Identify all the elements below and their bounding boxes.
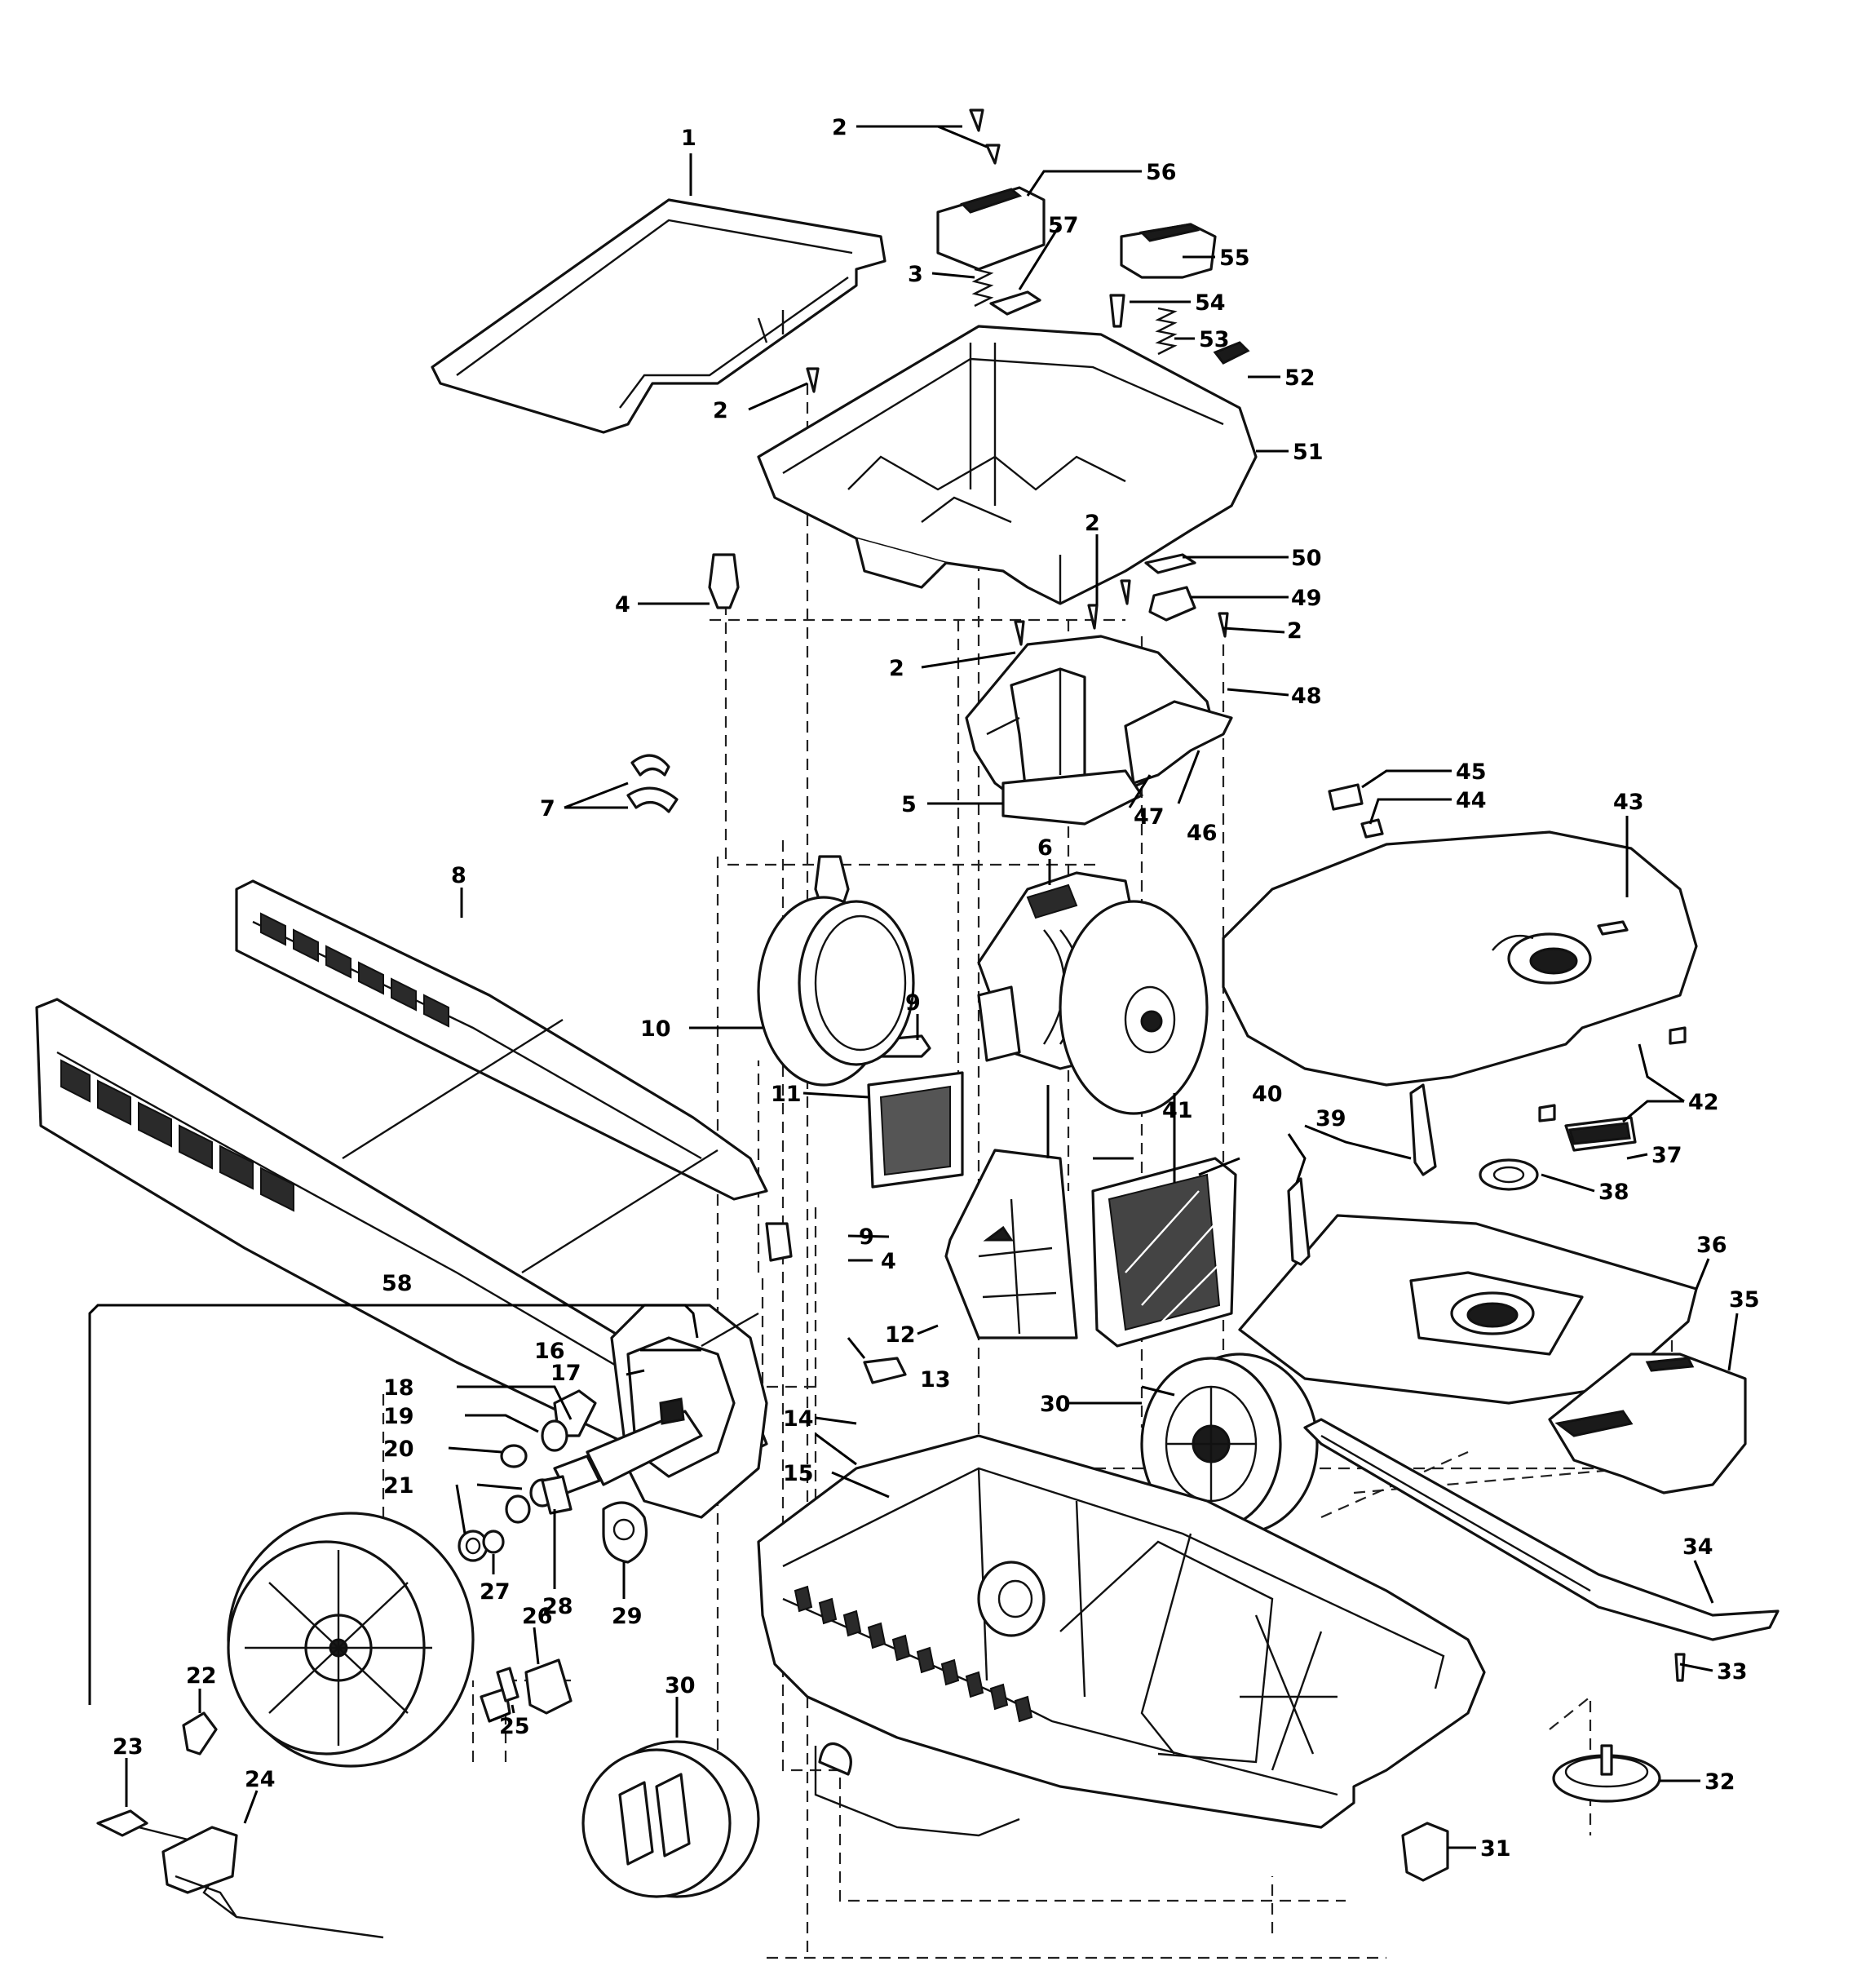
callout-30: 30	[1040, 1392, 1071, 1417]
callout-54: 54	[1195, 290, 1226, 316]
callout-41: 41	[1162, 1098, 1193, 1123]
callout-13: 13	[920, 1367, 951, 1392]
callout-14: 14	[783, 1406, 814, 1432]
callout-55: 55	[1219, 246, 1250, 271]
callout-17: 17	[550, 1361, 581, 1386]
callout-16: 16	[534, 1339, 565, 1364]
callout-50: 50	[1291, 546, 1322, 571]
part-rear-cover	[1222, 830, 1698, 1087]
callout-36: 36	[1696, 1233, 1727, 1258]
callout-1: 1	[681, 126, 696, 151]
callout-2: 2	[713, 398, 728, 423]
callout-43: 43	[1613, 790, 1644, 815]
part-reel-hardware	[458, 1389, 648, 1564]
part-front-latch	[1548, 1353, 1747, 1494]
part-base-frame	[35, 879, 768, 1462]
part-cord-and-switch	[96, 1658, 573, 1939]
part-rear-wheel	[1140, 1353, 1319, 1535]
callout-4: 4	[881, 1249, 896, 1274]
callout-2: 2	[832, 115, 847, 140]
part-exhaust-filter	[1091, 1157, 1237, 1348]
callout-38: 38	[1598, 1180, 1629, 1205]
callout-5: 5	[901, 792, 917, 817]
callout-42: 42	[1688, 1090, 1719, 1115]
callout-2: 2	[889, 656, 904, 681]
callout-37: 37	[1651, 1143, 1682, 1168]
part-caster-and-bracket	[1401, 1653, 1686, 1882]
part-motor-hood	[965, 635, 1233, 826]
group-bracket-58	[88, 1304, 699, 1705]
callout-28: 28	[542, 1594, 573, 1619]
callout-45: 45	[1456, 759, 1487, 785]
callout-48: 48	[1291, 684, 1322, 709]
callout-34: 34	[1682, 1534, 1713, 1560]
callout-3: 3	[908, 262, 923, 287]
callout-29: 29	[612, 1604, 643, 1629]
callout-39: 39	[1315, 1106, 1346, 1131]
callout-35: 35	[1729, 1287, 1760, 1313]
callout-46: 46	[1187, 821, 1218, 846]
callout-10: 10	[640, 1016, 671, 1042]
callout-22: 22	[186, 1663, 217, 1689]
callout-4: 4	[615, 592, 630, 618]
callout-8: 8	[451, 863, 466, 888]
callout-47: 47	[1134, 804, 1165, 830]
callout-6: 6	[1037, 835, 1053, 861]
callout-23: 23	[113, 1734, 144, 1760]
part-front-wheel	[581, 1740, 760, 1898]
part-bumper-rail	[1303, 1418, 1780, 1641]
callout-40: 40	[1252, 1082, 1283, 1107]
callout-19: 19	[383, 1404, 414, 1429]
callout-12: 12	[885, 1322, 916, 1348]
callout-53: 53	[1199, 327, 1230, 352]
callout-51: 51	[1293, 440, 1324, 465]
callout-20: 20	[383, 1437, 414, 1462]
part-cord-reel-housing	[227, 1512, 475, 1768]
callout-18: 18	[383, 1375, 414, 1401]
callout-26: 26	[522, 1604, 553, 1629]
callout-31: 31	[1480, 1836, 1511, 1862]
part-bag-plate	[1238, 1214, 1698, 1405]
leader-lines	[125, 125, 1739, 1849]
callout-9: 9	[905, 990, 921, 1016]
part-motor	[977, 871, 1209, 1115]
part-filter-pad	[867, 1071, 964, 1189]
callout-15: 15	[783, 1461, 814, 1486]
part-top-housing	[757, 325, 1258, 605]
callout-2: 2	[1287, 618, 1302, 644]
part-small-rear-components	[1287, 783, 1687, 1266]
callout-24: 24	[245, 1767, 276, 1792]
callout-44: 44	[1456, 788, 1487, 813]
callout-56: 56	[1146, 160, 1177, 185]
callout-27: 27	[480, 1579, 511, 1605]
callout-49: 49	[1291, 586, 1322, 611]
callout-11: 11	[771, 1082, 802, 1107]
callout-25: 25	[499, 1714, 530, 1739]
callout-30: 30	[665, 1673, 696, 1698]
part-small-top-components	[806, 108, 1250, 646]
part-cord-reel-assembly	[553, 1304, 768, 1519]
part-seal-ring	[757, 896, 915, 1087]
callout-32: 32	[1704, 1769, 1735, 1795]
callout-57: 57	[1048, 213, 1079, 238]
part-filter-frame	[944, 1149, 1078, 1339]
callout-33: 33	[1717, 1659, 1748, 1685]
callout-7: 7	[540, 796, 555, 821]
callout-52: 52	[1284, 365, 1315, 391]
callout-2: 2	[1085, 511, 1100, 536]
callout-21: 21	[383, 1473, 414, 1499]
part-main-base-housing	[757, 1434, 1486, 1837]
callout-labels: 1 2 2 2 2 2 3 4 4 5 6 7 8 9 9 10 11 12 1…	[113, 115, 1760, 1862]
part-top-cover-lid	[431, 198, 886, 434]
callout-58: 58	[382, 1271, 413, 1296]
callout-9: 9	[859, 1224, 874, 1250]
